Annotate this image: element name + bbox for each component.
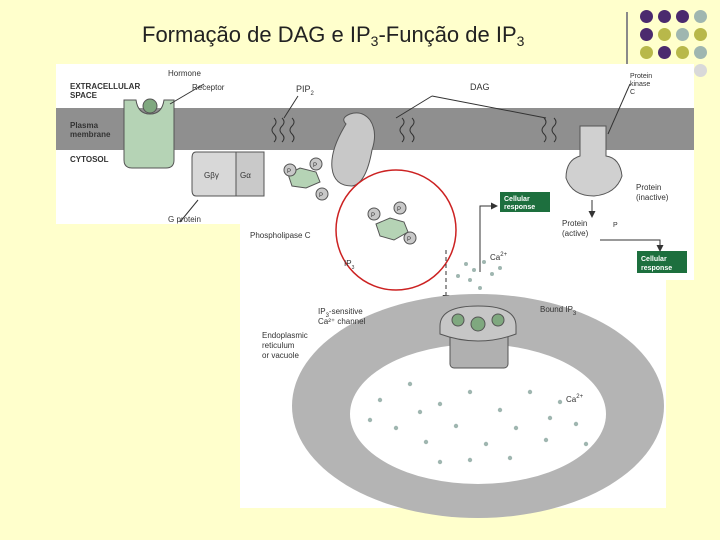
label-protein-inactive-2: (inactive)	[636, 193, 669, 202]
label-p: P	[371, 213, 375, 219]
cellular-response-box-1	[500, 192, 550, 212]
label-ca-er-main: Ca	[566, 395, 577, 404]
label-protein-inactive-1: Protein	[636, 183, 661, 192]
label-ca-er: Ca2+	[566, 394, 584, 404]
phosphate-group	[283, 163, 297, 177]
label-channel-1: IP3-sensitive	[318, 307, 363, 319]
label-channel-sensitive: -sensitive	[329, 307, 363, 316]
label-ip3-sub: 3	[352, 265, 355, 271]
title-divider	[626, 12, 628, 76]
protein-kinase-c	[565, 125, 623, 197]
label-cell-resp-2: response	[504, 204, 535, 211]
label-pkc-3: C	[630, 89, 635, 96]
label-protein-active-1: Protein	[562, 219, 587, 228]
label-bound-ip3-sub: 3	[573, 311, 577, 317]
label-er-2: reticulum	[262, 341, 295, 350]
label-extracellular: EXTRACELLULAR	[70, 82, 140, 91]
decor-dot	[676, 28, 689, 41]
calcium-ions	[367, 260, 589, 465]
label-channel-ip: IP	[318, 307, 326, 316]
phosphate-group	[367, 207, 381, 221]
phospholipase-c	[331, 112, 376, 187]
phosphate-group	[315, 187, 329, 201]
g-alpha-subunit	[235, 151, 265, 197]
label-ca-main: Ca	[490, 253, 501, 262]
label-ip3: IP3	[344, 259, 355, 271]
phosphate-group	[393, 201, 407, 215]
label-cell-resp-2b: response	[641, 265, 672, 272]
g-beta-gamma-subunit	[191, 151, 237, 197]
label-p: P	[407, 237, 411, 243]
label-pip2: PIP2	[296, 84, 315, 97]
label-g-protein: G protein	[168, 215, 201, 224]
label-p: P	[319, 193, 323, 199]
decor-dot	[694, 28, 707, 41]
label-ca-sup: 2+	[500, 252, 507, 258]
pip2-lipids	[271, 117, 557, 143]
receptor-protein	[123, 99, 175, 169]
decor-dot	[694, 46, 707, 59]
label-ga: Gα	[240, 171, 251, 180]
label-pkc-1: Protein	[630, 73, 652, 80]
label-p: P	[397, 207, 401, 213]
decor-dot	[694, 64, 707, 77]
label-membrane: membrane	[70, 130, 111, 139]
label-ca-cytosol: Ca2+	[490, 252, 508, 262]
label-space: SPACE	[70, 91, 98, 100]
label-plasma: Plasma	[70, 121, 99, 130]
label-er-1: Endoplasmic	[262, 331, 308, 340]
decor-dot	[640, 28, 653, 41]
title-text-2: -Função de IP	[378, 22, 517, 47]
label-protein-active-2: (active)	[562, 229, 589, 238]
hormone-molecule	[142, 98, 158, 114]
diagram-middle-panel	[240, 222, 694, 280]
label-p: P	[287, 169, 291, 175]
decor-dot	[694, 10, 707, 23]
bound-ip3	[451, 313, 465, 327]
label-pkc-2: kinase	[630, 81, 650, 88]
label-hormone: Hormone	[168, 69, 201, 78]
decor-dot	[658, 28, 671, 41]
label-ca-er-sup: 2+	[576, 394, 583, 400]
phosphate-group	[403, 231, 417, 245]
label-cell-resp-1b: Cellular	[641, 256, 667, 263]
title-sub-2: 3	[516, 33, 525, 49]
label-p: P	[313, 163, 317, 169]
label-bound-ip3: Bound IP3	[540, 305, 577, 317]
label-pip2-main: PIP	[296, 84, 311, 94]
pip2-head	[287, 167, 321, 189]
label-dag: DAG	[470, 82, 490, 92]
label-er-3: or vacuole	[262, 351, 299, 360]
decor-dot	[640, 10, 653, 23]
label-ip3-main: IP	[344, 259, 352, 268]
title-text-1: Formação de DAG e IP	[142, 22, 371, 47]
arrows	[169, 83, 664, 380]
label-cytosol: CYTOSOL	[70, 155, 109, 164]
phosphate-group	[309, 157, 323, 171]
cellular-response-box-2	[637, 251, 687, 273]
slide-title: Formação de DAG e IP3-Função de IP3	[142, 22, 524, 49]
label-cell-resp-1: Cellular	[504, 196, 530, 203]
label-p: P	[613, 222, 618, 229]
label-bound-ip3-main: Bound IP	[540, 305, 573, 314]
label-receptor: Receptor	[192, 83, 225, 92]
title-sub-1: 3	[370, 33, 379, 49]
decor-dot	[658, 46, 671, 59]
bound-ip3	[470, 316, 486, 332]
label-channel-ip-sub: 3	[326, 313, 330, 319]
label-gby: Gβγ	[204, 171, 219, 180]
label-channel-2: Ca²⁺ channel	[318, 317, 366, 326]
decor-dot	[676, 10, 689, 23]
er-lumen	[350, 344, 606, 484]
label-pip2-sub: 2	[311, 91, 315, 97]
decor-dot	[658, 10, 671, 23]
label-phospholipase: Phospholipase C	[250, 231, 311, 240]
decor-dot	[676, 46, 689, 59]
ip3-highlight-circle	[335, 169, 457, 291]
decor-dot	[640, 46, 653, 59]
bound-ip3	[491, 313, 505, 327]
